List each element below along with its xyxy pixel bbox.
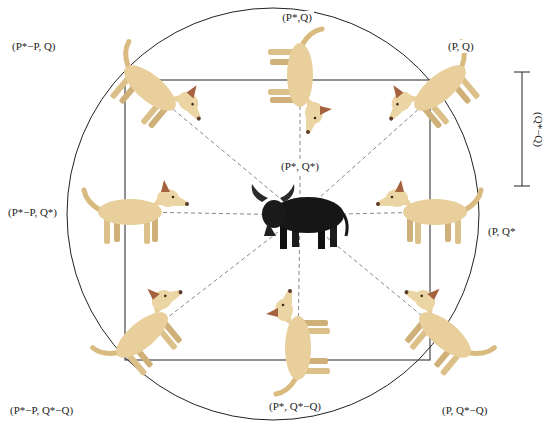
coordinate-label: (P*−P, Q) (10, 40, 58, 53)
coordinate-label: (P*, Q*) (279, 160, 321, 173)
coordinate-label: (P*, Q*−Q) (267, 400, 323, 413)
coordinate-label: (P, Q) (446, 40, 476, 53)
coordinate-label: (P*−P, Q*−Q) (8, 404, 75, 417)
coordinate-label: (P, Q* (486, 225, 518, 238)
coordinate-label: (P, Q*−Q) (440, 404, 489, 417)
coordinate-label: (P*,Q) (280, 11, 314, 24)
dimension-label: (Q*−Q) (531, 110, 544, 149)
coordinate-label: (P*−P, Q*) (6, 206, 59, 219)
